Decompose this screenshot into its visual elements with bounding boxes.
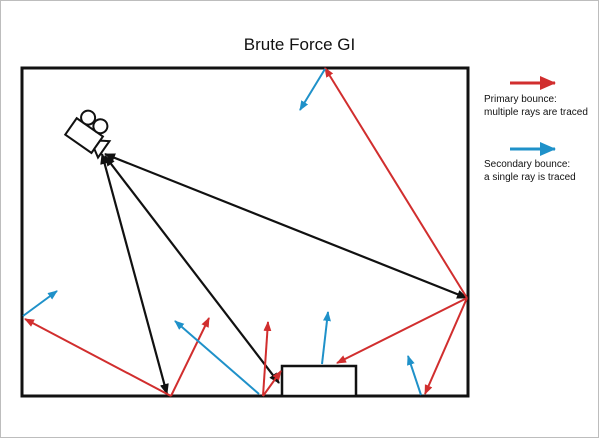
- legend-secondary-line2: a single ray is traced: [484, 172, 576, 183]
- camera-icon: [63, 109, 112, 160]
- primary-ray: [424, 297, 468, 395]
- camera-ray-floor-left: [100, 153, 169, 395]
- legend-primary-line1: Primary bounce:: [484, 94, 557, 105]
- legend-secondary: Secondary bounce: a single ray is traced: [484, 158, 576, 184]
- primary-ray: [24, 318, 172, 397]
- legend-primary: Primary bounce: multiple rays are traced: [484, 93, 588, 119]
- room-outline: [20, 66, 470, 398]
- primary-ray: [336, 297, 468, 364]
- floor-object: [280, 364, 358, 398]
- diagram-title: Brute Force GI: [243, 35, 356, 54]
- primary-ray: [170, 317, 210, 397]
- secondary-ray: [321, 311, 331, 365]
- primary-ray: [262, 321, 272, 397]
- secondary-ray: [407, 355, 422, 396]
- secondary-ray: [174, 320, 260, 395]
- camera-ray-floor-center: [104, 155, 280, 384]
- secondary-ray: [299, 68, 326, 111]
- primary-ray: [324, 67, 468, 299]
- primary-ray: [262, 370, 282, 397]
- secondary-ray: [22, 290, 58, 317]
- legend-primary-line2: multiple rays are traced: [484, 107, 588, 118]
- legend-secondary-line1: Secondary bounce:: [484, 159, 571, 170]
